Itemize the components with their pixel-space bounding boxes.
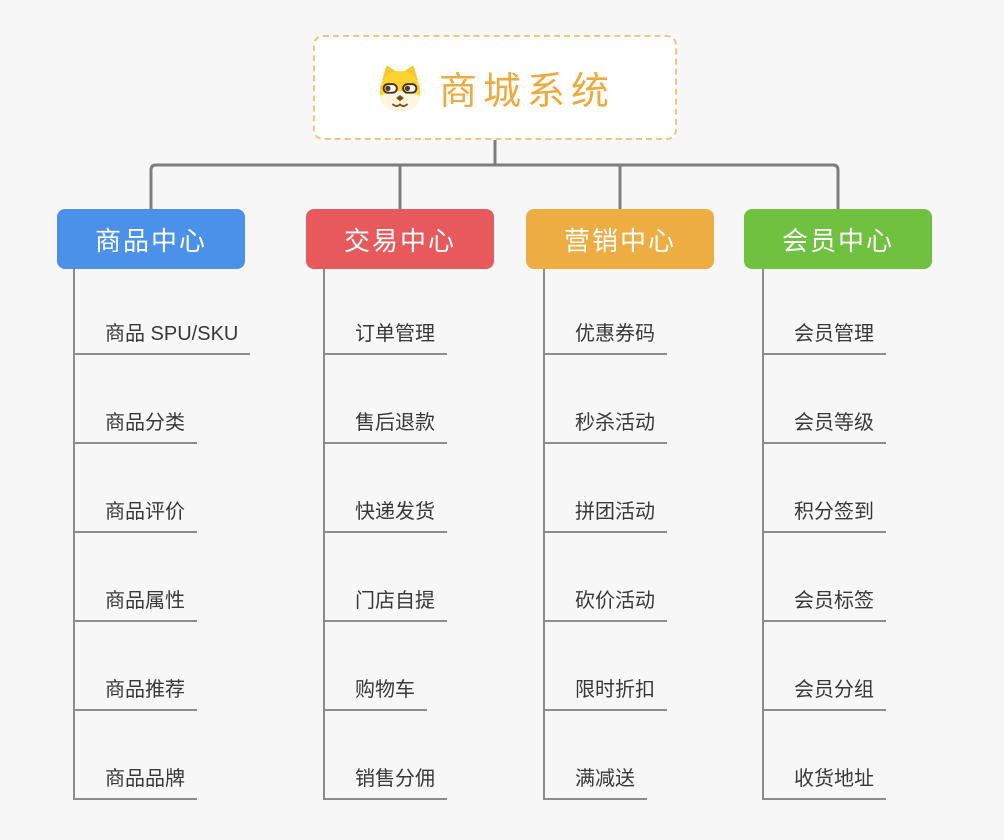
branch-children-line bbox=[323, 269, 325, 800]
root-topic[interactable]: 商城系统 bbox=[313, 35, 677, 140]
leaf-topic[interactable]: 砍价活动 bbox=[543, 585, 667, 622]
branch-topic-2[interactable]: 交易中心 bbox=[306, 209, 494, 269]
leaf-topic[interactable]: 拼团活动 bbox=[543, 496, 667, 533]
branch-topic-label: 会员中心 bbox=[781, 225, 894, 256]
branch-topic-3[interactable]: 营销中心 bbox=[526, 209, 714, 269]
leaf-topic[interactable]: 商品 SPU/SKU bbox=[73, 318, 251, 355]
leaf-topic[interactable]: 商品属性 bbox=[73, 585, 197, 622]
branch-topic-label: 交易中心 bbox=[343, 225, 456, 256]
dog-face-icon bbox=[379, 64, 421, 111]
leaf-topic[interactable]: 限时折扣 bbox=[543, 674, 667, 711]
leaf-topic[interactable]: 会员标签 bbox=[762, 585, 886, 622]
leaf-topic[interactable]: 销售分佣 bbox=[323, 763, 447, 800]
branch-topic-1[interactable]: 商品中心 bbox=[57, 209, 245, 269]
leaf-topic[interactable]: 商品推荐 bbox=[73, 674, 197, 711]
branch-children-line bbox=[762, 269, 764, 800]
branch-topic-label: 商品中心 bbox=[94, 225, 207, 256]
leaf-topic[interactable]: 会员管理 bbox=[762, 318, 886, 355]
leaf-topic[interactable]: 订单管理 bbox=[323, 318, 447, 355]
leaf-topic[interactable]: 门店自提 bbox=[323, 585, 447, 622]
leaf-topic[interactable]: 商品评价 bbox=[73, 496, 197, 533]
leaf-topic[interactable]: 商品品牌 bbox=[73, 763, 197, 800]
root-topic-label: 商城系统 bbox=[438, 71, 615, 113]
branch-children-line bbox=[543, 269, 545, 800]
branch-children-line bbox=[73, 269, 75, 800]
leaf-topic[interactable]: 积分签到 bbox=[762, 496, 886, 533]
leaf-topic[interactable]: 优惠券码 bbox=[543, 318, 667, 355]
leaf-topic[interactable]: 秒杀活动 bbox=[543, 407, 667, 444]
leaf-topic[interactable]: 商品分类 bbox=[73, 407, 197, 444]
branch-topic-label: 营销中心 bbox=[563, 225, 676, 256]
leaf-topic[interactable]: 会员分组 bbox=[762, 674, 886, 711]
leaf-topic[interactable]: 会员等级 bbox=[762, 407, 886, 444]
leaf-topic[interactable]: 收货地址 bbox=[762, 763, 886, 800]
leaf-topic[interactable]: 快递发货 bbox=[323, 496, 447, 533]
branch-topic-4[interactable]: 会员中心 bbox=[744, 209, 932, 269]
leaf-topic[interactable]: 满减送 bbox=[543, 763, 647, 800]
leaf-topic[interactable]: 购物车 bbox=[323, 674, 427, 711]
leaf-topic[interactable]: 售后退款 bbox=[323, 407, 447, 444]
